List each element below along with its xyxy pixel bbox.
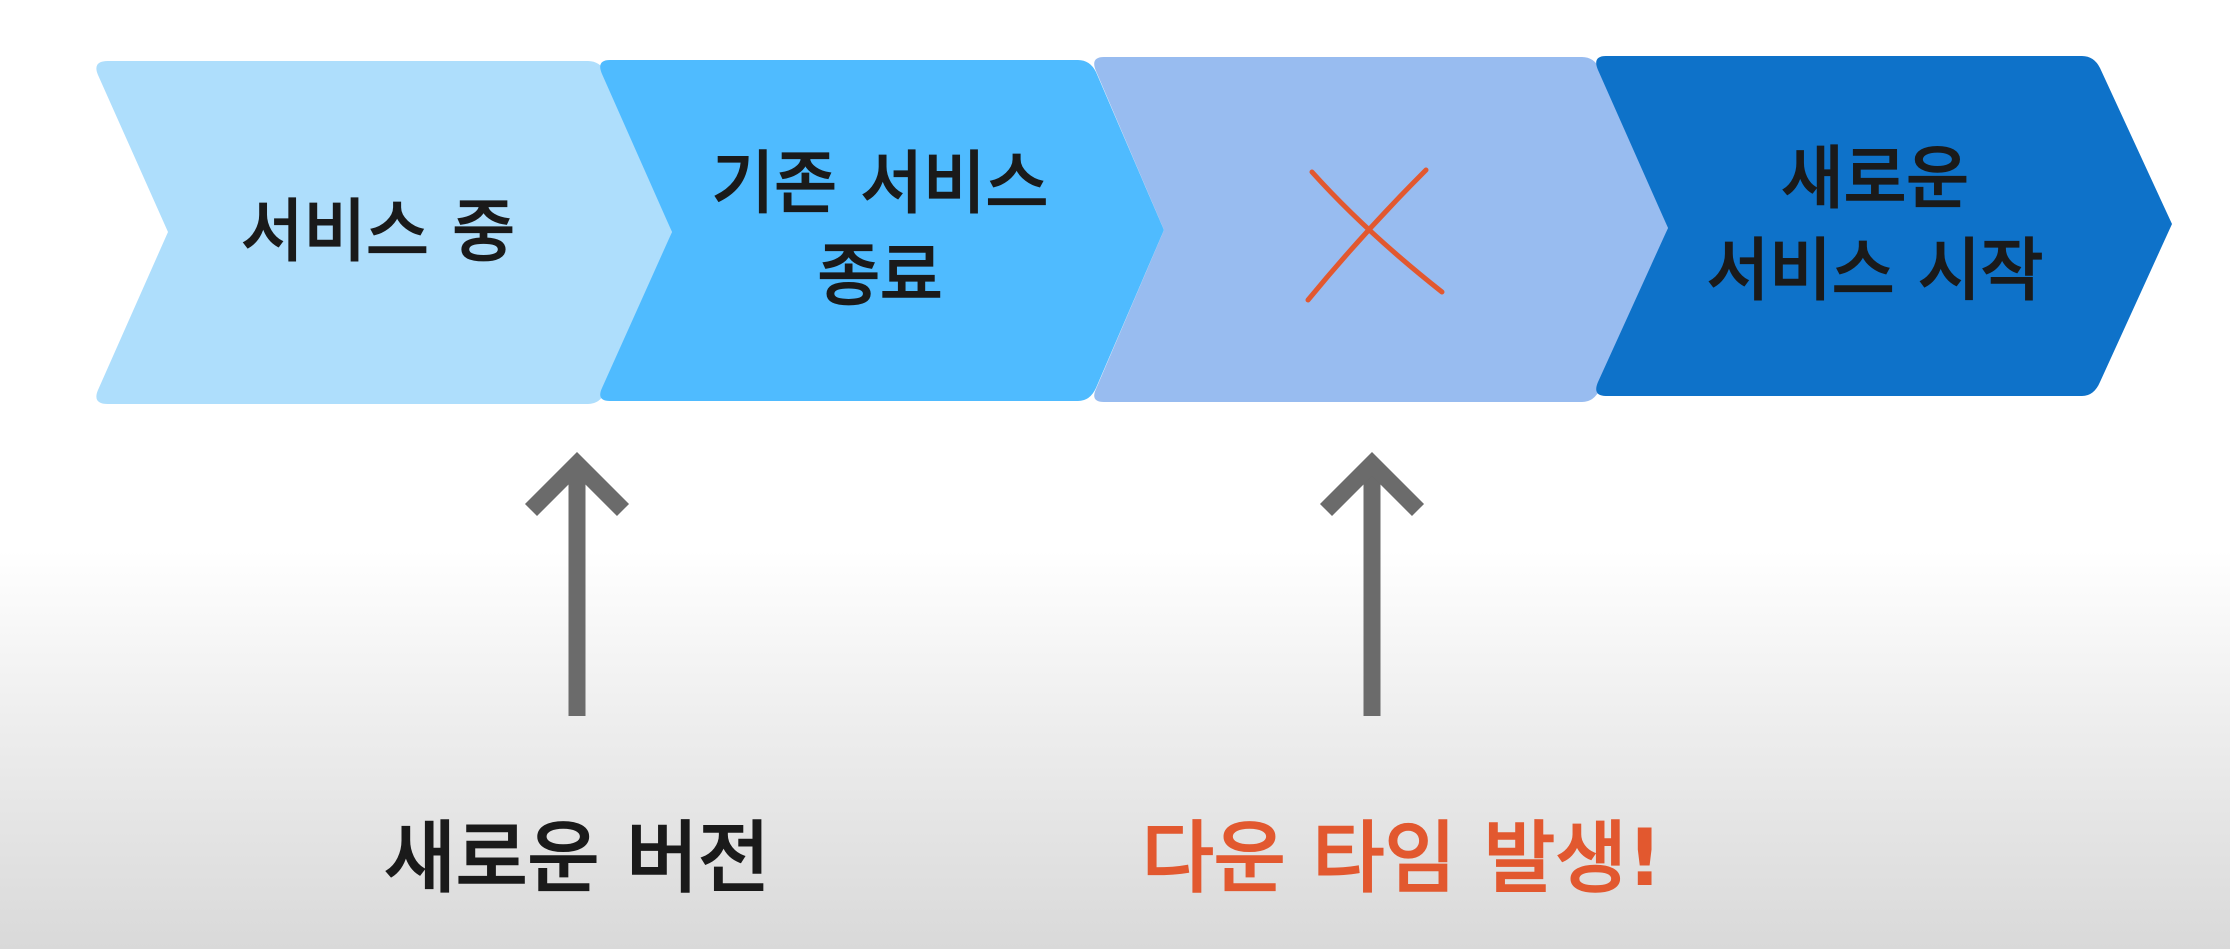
- step-chevron-service-running: [96, 61, 672, 404]
- up-arrow-icon-new-version: [524, 451, 630, 716]
- step-label-line: 기존 서비스: [711, 144, 1049, 224]
- step-label-line: 서비스 중: [241, 192, 515, 272]
- step-chevron-downtime: [1094, 57, 1668, 402]
- step-label-new-service-start: 새로운 서비스 시작: [1660, 56, 2090, 396]
- step-label-line: 종료: [817, 236, 943, 316]
- step-label-old-service-end: 기존 서비스 종료: [670, 60, 1090, 401]
- step-chevron-new-service-start: [1596, 56, 2172, 396]
- caption-new-version: 새로운 버전: [384, 814, 770, 904]
- caption-downtime: 다운 타임 발생!: [1142, 814, 1663, 904]
- step-label-service-running: 서비스 중: [168, 61, 588, 404]
- up-arrow-icon-downtime: [1319, 451, 1425, 716]
- cross-icon: [1305, 167, 1445, 303]
- step-label-line: 새로운: [1781, 140, 1969, 219]
- step-chevron-old-service-end: [600, 60, 1164, 401]
- step-label-line: 서비스 시작: [1706, 232, 2044, 311]
